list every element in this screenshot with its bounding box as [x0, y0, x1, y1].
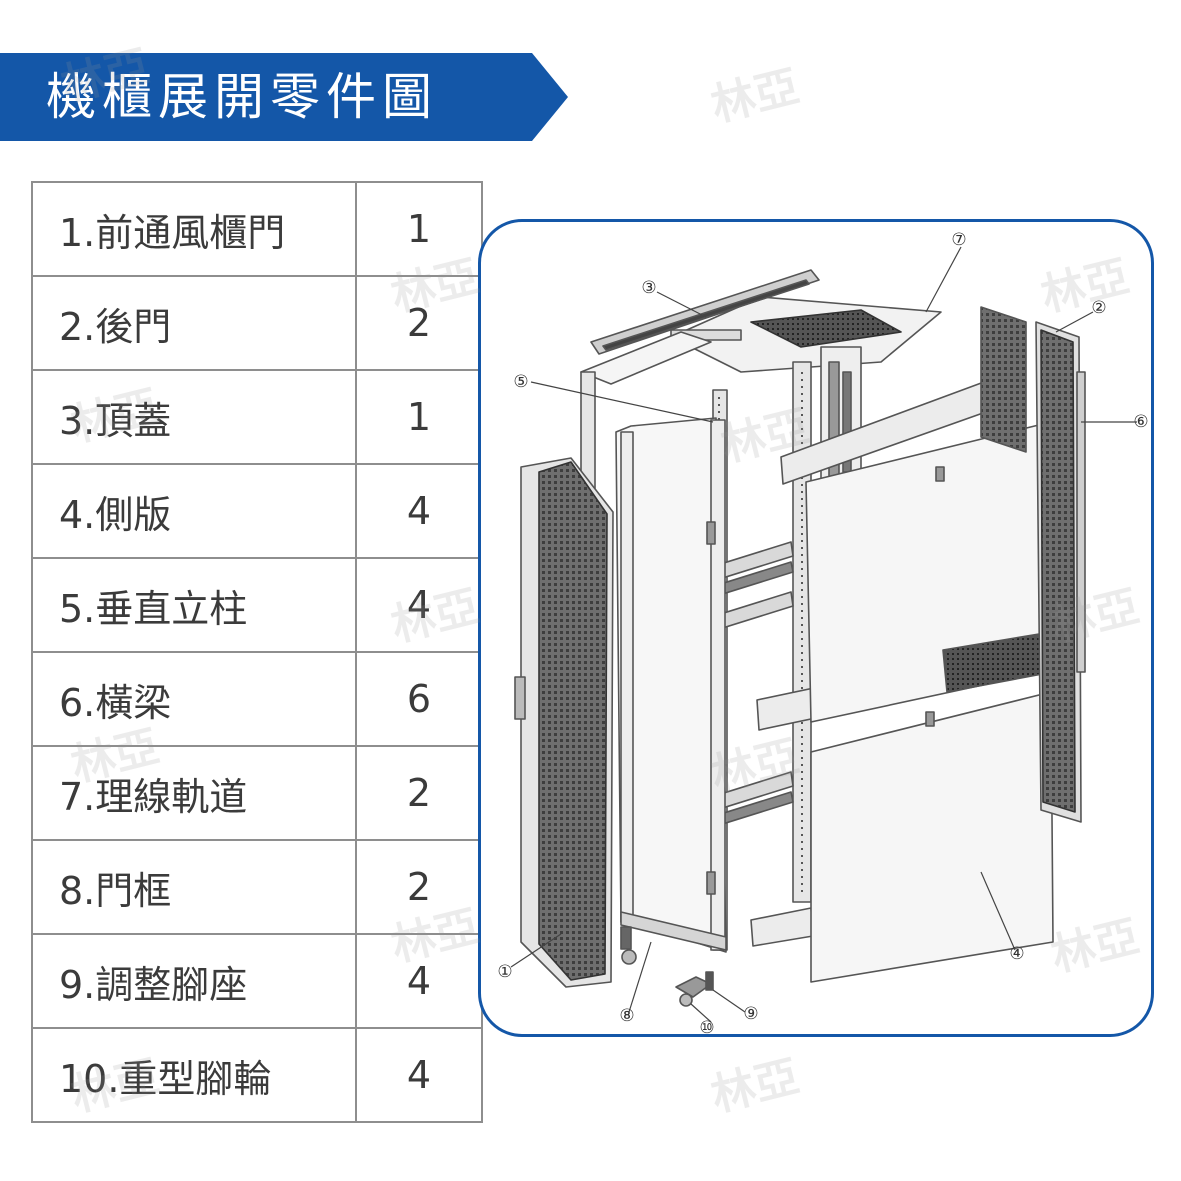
- part-qty: 4: [355, 557, 483, 653]
- table-row: 2.後門 2: [31, 275, 483, 371]
- table-row: 10.重型腳輪 4: [31, 1027, 483, 1123]
- table-row: 3.頂蓋 1: [31, 369, 483, 465]
- part-qty: 1: [355, 181, 483, 277]
- callout-door-frame: ⑧: [619, 1006, 634, 1026]
- part-qty: 2: [355, 745, 483, 841]
- part-name: 9.調整腳座: [31, 933, 357, 1029]
- page-title: 機櫃展開零件圖: [46, 68, 438, 126]
- table-row: 8.門框 2: [31, 839, 483, 935]
- table-row: 7.理線軌道 2: [31, 745, 483, 841]
- part-name: 5.垂直立柱: [31, 557, 357, 653]
- watermark: 林亞: [706, 1050, 804, 1122]
- part-name: 10.重型腳輪: [31, 1027, 357, 1123]
- parts-table: 1.前通風櫃門 1 2.後門 2 3.頂蓋 1 4.側版 4 5.垂直立柱 4 …: [31, 181, 483, 1123]
- front-door: [514, 457, 614, 988]
- table-row: 5.垂直立柱 4: [31, 557, 483, 653]
- callout-leveling-foot: ⑨: [743, 1004, 758, 1024]
- table-row: 6.橫梁 6: [31, 651, 483, 747]
- foot-and-caster: [620, 926, 714, 1007]
- door-frame: [615, 417, 727, 953]
- side-panels: [805, 421, 1054, 983]
- callout-beam: ⑥: [1133, 412, 1148, 432]
- callout-side-panel: ④: [1009, 944, 1024, 964]
- part-name: 1.前通風櫃門: [31, 181, 357, 277]
- part-qty: 4: [355, 463, 483, 559]
- cabinet-exploded-diagram: ① ② ③ ④ ⑤ ⑥ ⑦ ⑧ ⑨ ⑩: [497, 230, 1148, 1038]
- top-rail: [590, 269, 820, 355]
- table-row: 1.前通風櫃門 1: [31, 181, 483, 277]
- rear-door: [1035, 321, 1086, 823]
- callout-rear-door: ②: [1091, 298, 1106, 318]
- part-qty: 6: [355, 651, 483, 747]
- top-cover: [670, 296, 942, 373]
- part-name: 7.理線軌道: [31, 745, 357, 841]
- title-banner: [0, 53, 568, 141]
- leader-lines: [510, 246, 1137, 1023]
- rear-panel: [980, 306, 1027, 453]
- table-row: 4.側版 4: [31, 463, 483, 559]
- callout-vertical-post: ⑤: [513, 372, 528, 392]
- part-name: 3.頂蓋: [31, 369, 357, 465]
- exploded-diagram-frame: ① ② ③ ④ ⑤ ⑥ ⑦ ⑧ ⑨ ⑩: [478, 219, 1154, 1038]
- part-name: 8.門框: [31, 839, 357, 935]
- part-qty: 2: [355, 275, 483, 371]
- callout-caster: ⑩: [699, 1018, 714, 1038]
- callout-cable-rail: ⑦: [951, 230, 966, 250]
- part-name: 6.橫梁: [31, 651, 357, 747]
- part-name: 4.側版: [31, 463, 357, 559]
- callout-top-cover: ③: [641, 278, 656, 298]
- part-qty: 4: [355, 1027, 483, 1123]
- part-qty: 2: [355, 839, 483, 935]
- part-qty: 1: [355, 369, 483, 465]
- part-qty: 4: [355, 933, 483, 1029]
- callout-front-door: ①: [497, 962, 512, 982]
- table-row: 9.調整腳座 4: [31, 933, 483, 1029]
- part-name: 2.後門: [31, 275, 357, 371]
- watermark: 林亞: [706, 60, 804, 132]
